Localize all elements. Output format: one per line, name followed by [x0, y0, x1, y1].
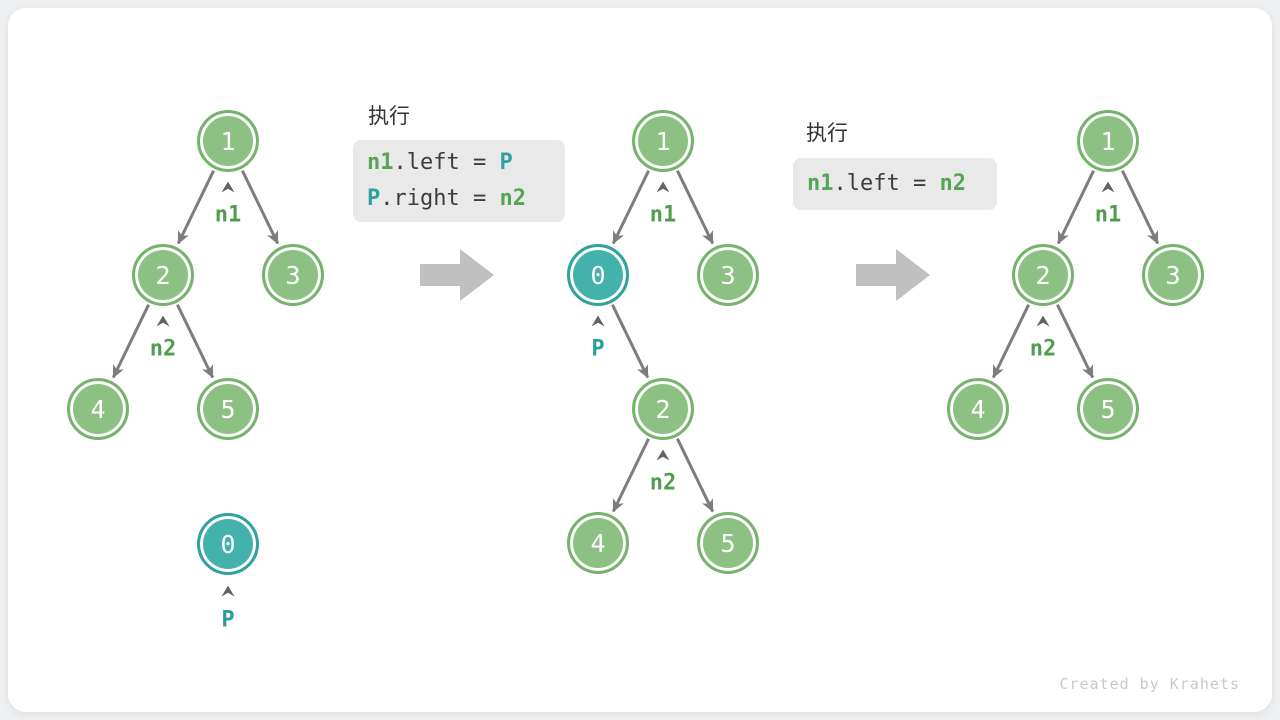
pointer-label-n1: n1 [649, 202, 677, 228]
tree-node: 4 [947, 378, 1009, 440]
code-token: .left = [833, 171, 940, 196]
tree-edge [676, 170, 715, 245]
code-token: P [499, 150, 513, 175]
tree-edge [611, 170, 650, 245]
caret-up-icon [656, 181, 670, 193]
code-line: n1.left = P [367, 145, 565, 181]
caret-up-icon [1101, 181, 1115, 193]
tree-node: 2 [632, 378, 694, 440]
tree-node: 3 [1142, 244, 1204, 306]
code-token: .right = [380, 186, 500, 211]
tree-edge [611, 438, 650, 513]
tree-edge [176, 170, 215, 245]
code-token: n1 [807, 171, 834, 196]
pointer-label-p: P [221, 607, 235, 633]
tree-edges [111, 170, 1160, 513]
tree-node: 3 [262, 244, 324, 306]
tree-node: 5 [1077, 378, 1139, 440]
step-arrow-icon [856, 249, 930, 301]
tree-node: 2 [1012, 244, 1074, 306]
tree-node: 0 [197, 513, 259, 575]
watermark: Created by Krahets [1059, 675, 1240, 693]
caret-up-icon [656, 449, 670, 461]
pointer-label-n2: n2 [1029, 336, 1057, 362]
tree-node: 5 [697, 512, 759, 574]
pointer-label-n1: n1 [1094, 202, 1122, 228]
code-panel-2: n1.left = n2 [793, 158, 997, 210]
big-arrows [420, 249, 930, 301]
pointer-label-n2: n2 [649, 470, 677, 496]
tree-edge [1121, 170, 1160, 245]
tree-node: 4 [67, 378, 129, 440]
tree-edge [111, 304, 150, 379]
tree-edge [676, 438, 715, 513]
tree-node: 4 [567, 512, 629, 574]
code-token: P [367, 186, 381, 211]
exec-heading-2: 执行 [806, 121, 848, 145]
caret-up-icon [1036, 315, 1050, 327]
pointer-carets [156, 181, 1115, 597]
tree-edge [241, 170, 280, 245]
caret-up-icon [221, 181, 235, 193]
pointer-label-p: P [591, 336, 605, 362]
tree-edge [611, 304, 650, 379]
tree-edge [176, 304, 215, 379]
pointer-label-n2: n2 [149, 336, 177, 362]
tree-node: 0 [567, 244, 629, 306]
tree-node: 2 [132, 244, 194, 306]
pointer-label-n1: n1 [214, 202, 242, 228]
code-token: n2 [499, 186, 526, 211]
code-line: P.right = n2 [367, 181, 565, 217]
tree-node: 1 [632, 110, 694, 172]
code-line: n1.left = n2 [807, 166, 997, 202]
code-token: .left = [393, 150, 500, 175]
caret-up-icon [156, 315, 170, 327]
tree-edge [1056, 170, 1095, 245]
exec-heading-1: 执行 [368, 104, 410, 128]
tree-node: 1 [1077, 110, 1139, 172]
tree-node: 5 [197, 378, 259, 440]
tree-edge [1056, 304, 1095, 379]
step-arrow-icon [420, 249, 494, 301]
code-token: n2 [939, 171, 966, 196]
code-token: n1 [367, 150, 394, 175]
tree-node: 1 [197, 110, 259, 172]
caret-up-icon [591, 315, 605, 327]
tree-edge [991, 304, 1030, 379]
tree-node: 3 [697, 244, 759, 306]
caret-up-icon [221, 585, 235, 597]
